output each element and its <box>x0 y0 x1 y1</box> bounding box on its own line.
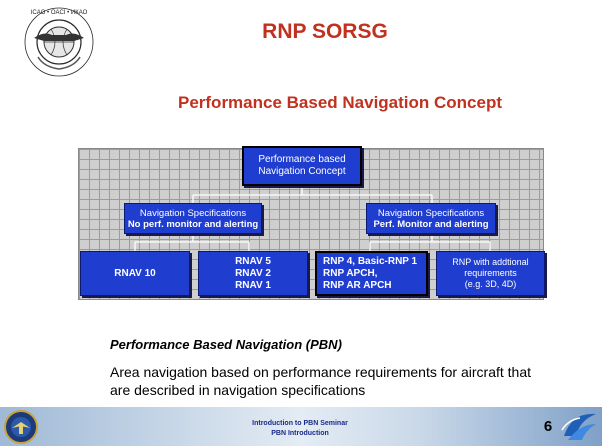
faa-logo-icon <box>4 410 38 444</box>
node-rnav-10: RNAV 10 <box>80 251 190 296</box>
node-nav-spec-no-monitor: Navigation Specifications No perf. monit… <box>124 203 262 234</box>
node-rnp-additional-line1: RNP with addtional <box>452 257 529 267</box>
pbn-definition: Area navigation based on performance req… <box>110 364 532 398</box>
node-rnav-5-line3: RNAV 1 <box>235 279 271 291</box>
slide-subtitle: Performance Based Navigation Concept <box>177 93 503 112</box>
diagram-connectors <box>134 186 491 251</box>
node-rnav-5-line2: RNAV 2 <box>235 267 271 279</box>
footer-seminar-title: Introduction to PBN Seminar <box>252 420 348 427</box>
node-rnp-additional-line3: (e.g. 3D, 4D) <box>464 279 517 289</box>
node-rnp-4-line3: RNP AR APCH <box>323 279 392 291</box>
node-nav-spec-monitor-line2: Perf. Monitor and alerting <box>373 218 489 230</box>
node-rnav-5-2-1: RNAV 5 RNAV 2 RNAV 1 <box>198 251 308 296</box>
node-rnp-4-line2: RNP APCH, <box>323 267 378 279</box>
node-rnav-10-line1: RNAV 10 <box>114 268 156 279</box>
pbn-heading: Performance Based Navigation (PBN) <box>110 337 342 352</box>
node-rnav-5-line1: RNAV 5 <box>235 255 271 267</box>
footer-section-title: PBN Introduction <box>271 430 329 437</box>
footer-bar <box>0 407 602 446</box>
node-nav-spec-no-monitor-line2: No perf. monitor and alerting <box>127 218 259 230</box>
node-rnp-additional-line2: requirements <box>464 268 517 278</box>
slide-title: RNP SORSG <box>262 20 388 43</box>
node-pbn-concept: Performance based Navigation Concept <box>242 146 362 186</box>
node-nav-spec-monitor-line1: Navigation Specifications <box>377 207 485 219</box>
node-pbn-concept-line1: Performance based <box>258 154 346 165</box>
node-rnp-4: RNP 4, Basic-RNP 1 RNP APCH, RNP AR APCH <box>315 251 428 296</box>
icao-logo-text: ICAO • OACI • ИКАО <box>31 10 88 16</box>
eurocontrol-logo-icon <box>561 413 596 440</box>
node-pbn-concept-line2: Navigation Concept <box>258 166 346 177</box>
icao-logo-icon: ICAO • OACI • ИКАО <box>24 7 94 77</box>
node-rnp-additional: RNP with addtional requirements (e.g. 3D… <box>436 251 545 296</box>
node-rnp-4-line1: RNP 4, Basic-RNP 1 <box>323 255 418 267</box>
page-number: 6 <box>543 418 553 435</box>
node-nav-spec-no-monitor-line1: Navigation Specifications <box>139 207 247 219</box>
node-nav-spec-monitor: Navigation Specifications Perf. Monitor … <box>366 203 496 234</box>
